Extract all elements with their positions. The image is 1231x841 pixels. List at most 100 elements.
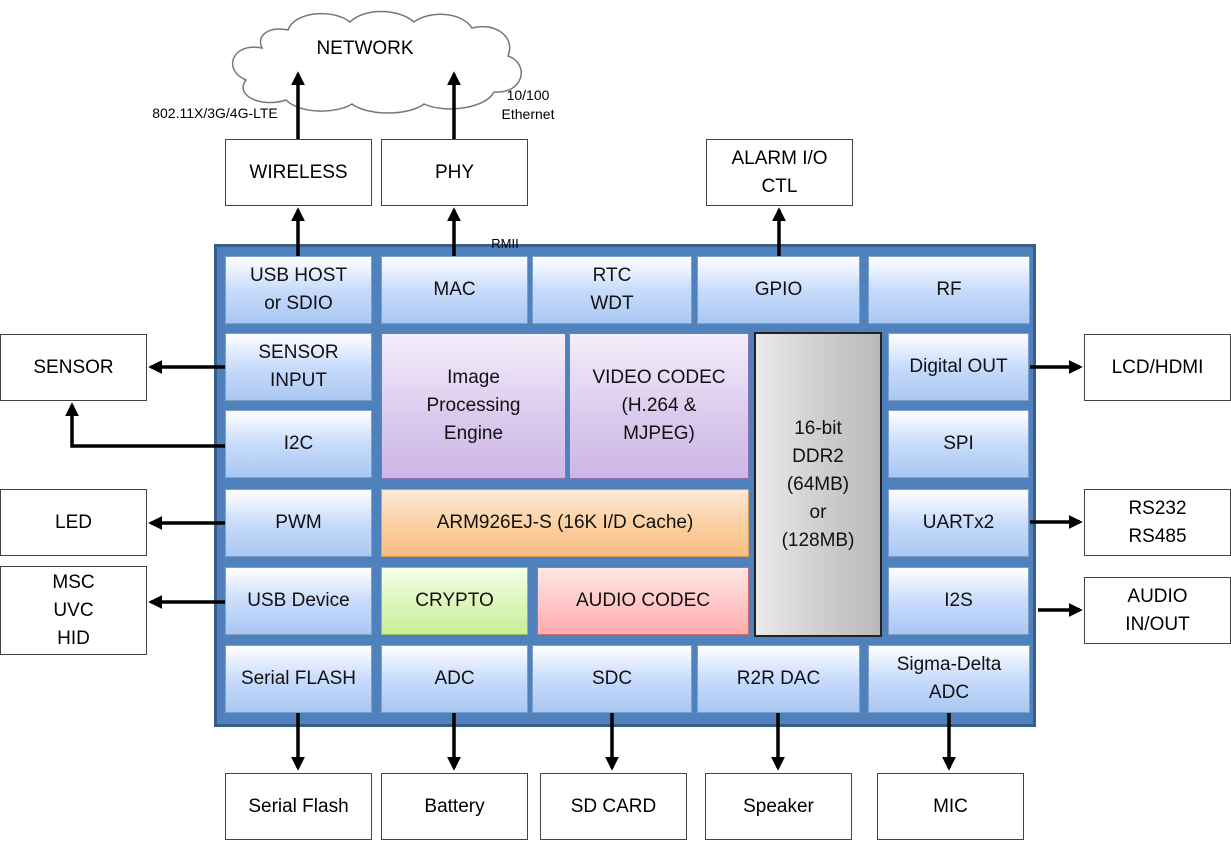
sensor-input-block: SENSOR INPUT	[225, 333, 372, 401]
video-codec-line-2: (H.264 &	[621, 395, 697, 416]
sensor-input-label-line-1: SENSOR	[258, 342, 339, 363]
rs232-rs485-box: RS232 RS485	[1084, 489, 1231, 556]
audio-codec-label: AUDIO CODEC	[575, 590, 711, 611]
wireless-label: WIRELESS	[249, 161, 348, 183]
wireless-link-label: 802.11X/3G/4G-LTE	[152, 105, 278, 121]
video-codec-block: VIDEO CODEC (H.264 & MJPEG)	[569, 333, 749, 479]
serial-flash-block-label: Serial FLASH	[240, 668, 357, 689]
usb-device-block: USB Device	[225, 567, 372, 635]
spi-block: SPI	[888, 410, 1029, 478]
i2s-label: I2S	[944, 590, 973, 611]
arrow-i2c-to-sensor	[65, 402, 225, 448]
rs485-label: RS485	[1128, 525, 1187, 547]
adc-block: ADC	[381, 645, 528, 713]
network-label: NETWORK	[316, 38, 414, 59]
r2r-dac-label: R2R DAC	[736, 668, 821, 689]
sensor-input-label-line-2: INPUT	[270, 370, 327, 391]
msc-uvc-hid-box: MSC UVC HID	[0, 566, 147, 655]
r2r-dac-block: R2R DAC	[697, 645, 860, 713]
pwm-label: PWM	[275, 512, 322, 533]
arm-cpu-label: ARM926EJ-S (16K I/D Cache)	[436, 512, 694, 533]
mac-label: MAC	[433, 279, 476, 300]
image-processing-engine-block: Image Processing Engine	[381, 333, 566, 479]
i2c-block: I2C	[225, 410, 372, 478]
lcd-hdmi-box: LCD/HDMI	[1084, 334, 1231, 401]
rtc-wdt-block: RTC WDT	[532, 256, 692, 324]
sdc-label: SDC	[591, 668, 633, 689]
digital-out-block: Digital OUT	[888, 333, 1029, 401]
adc-label: ADC	[434, 668, 475, 689]
audio-io-label-line-2: IN/OUT	[1125, 613, 1190, 635]
hid-label: HID	[57, 627, 90, 649]
usb-device-label: USB Device	[247, 590, 350, 611]
led-label: LED	[55, 511, 92, 533]
image-engine-line-3: Engine	[443, 423, 504, 444]
sigma-delta-adc-block: Sigma-Delta ADC	[868, 645, 1030, 713]
phy-label: PHY	[434, 161, 475, 183]
phy-box: PHY	[381, 139, 528, 206]
video-codec-line-1: VIDEO CODEC	[592, 367, 726, 388]
serial-flash-label: Serial Flash	[248, 795, 349, 817]
ddr2-memory-block: 16-bit DDR2 (64MB) or (128MB)	[754, 332, 882, 637]
sd-card-box: SD CARD	[540, 773, 687, 840]
ddr2-line-4: or	[809, 501, 827, 523]
mic-box: MIC	[877, 773, 1024, 840]
sdc-block: SDC	[532, 645, 692, 713]
sd-card-label: SD CARD	[570, 795, 657, 817]
audio-io-label-line-1: AUDIO	[1127, 585, 1188, 607]
rtc-label: RTC	[592, 265, 632, 286]
usb-host-sdio-block: USB HOST or SDIO	[225, 256, 372, 324]
image-engine-line-2: Processing	[426, 395, 521, 416]
ddr2-line-3: (64MB)	[786, 473, 850, 495]
msc-label: MSC	[52, 571, 95, 593]
arm-cpu-block: ARM926EJ-S (16K I/D Cache)	[381, 489, 749, 557]
serial-flash-block: Serial FLASH	[225, 645, 372, 713]
battery-label: Battery	[424, 795, 485, 817]
i2c-label: I2C	[283, 433, 314, 454]
crypto-block: CRYPTO	[381, 567, 528, 635]
gpio-label: GPIO	[754, 279, 803, 300]
ethernet-link-label: 10/100 Ethernet	[490, 86, 566, 124]
ddr2-line-2: DDR2	[792, 445, 844, 467]
digital-out-label: Digital OUT	[909, 356, 1008, 377]
ethernet-link-line-1: 10/100	[506, 87, 550, 103]
serial-flash-box: Serial Flash	[225, 773, 372, 840]
alarm-label-line-1: ALARM I/O	[731, 147, 828, 169]
ddr2-line-1: 16-bit	[794, 417, 842, 439]
rf-label: RF	[936, 279, 962, 300]
pwm-block: PWM	[225, 489, 372, 557]
crypto-label: CRYPTO	[415, 590, 494, 611]
wdt-label: WDT	[590, 293, 634, 314]
alarm-label-line-2: CTL	[761, 175, 798, 197]
mic-label: MIC	[933, 795, 968, 817]
uvc-label: UVC	[53, 599, 94, 621]
mac-block: MAC	[381, 256, 528, 324]
gpio-block: GPIO	[697, 256, 860, 324]
uart-label: UARTx2	[922, 512, 995, 533]
battery-box: Battery	[381, 773, 528, 840]
alarm-io-box: ALARM I/O CTL	[706, 139, 853, 206]
speaker-box: Speaker	[705, 773, 852, 840]
rmii-label: RMII	[491, 236, 519, 251]
sensor-box: SENSOR	[0, 334, 147, 401]
usb-host-label-line-1: USB HOST	[249, 265, 348, 286]
led-box: LED	[0, 489, 147, 556]
speaker-label: Speaker	[743, 795, 814, 817]
video-codec-line-3: MJPEG)	[623, 423, 695, 444]
uart-block: UARTx2	[888, 489, 1029, 557]
i2s-block: I2S	[888, 567, 1029, 635]
sigma-delta-label-line-2: ADC	[928, 682, 970, 703]
sensor-label: SENSOR	[33, 356, 114, 378]
audio-in-out-box: AUDIO IN/OUT	[1084, 577, 1231, 644]
image-engine-line-1: Image	[447, 367, 500, 388]
rf-block: RF	[868, 256, 1030, 324]
usb-host-label-line-2: or SDIO	[264, 293, 333, 314]
ethernet-link-line-2: Ethernet	[501, 106, 555, 122]
ddr2-line-5: (128MB)	[781, 529, 855, 551]
rs232-label: RS232	[1128, 497, 1187, 519]
wireless-box: WIRELESS	[225, 139, 372, 206]
sigma-delta-label-line-1: Sigma-Delta	[896, 654, 1002, 675]
audio-codec-block: AUDIO CODEC	[537, 567, 749, 635]
